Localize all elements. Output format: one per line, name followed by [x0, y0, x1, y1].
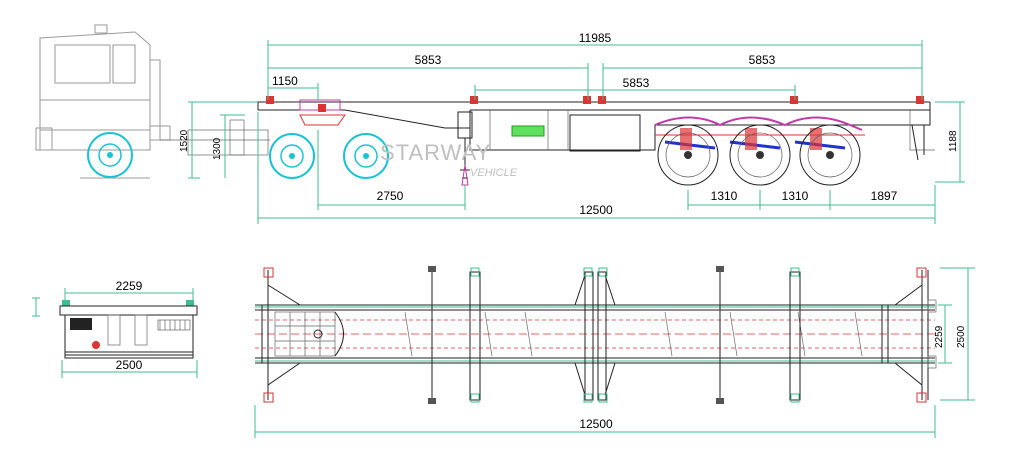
tractor-wheel: [87, 132, 133, 178]
plan-dim-outer-width: 2500: [956, 325, 967, 348]
svg-text:1300: 1300: [212, 137, 223, 160]
svg-text:2750: 2750: [377, 189, 404, 203]
svg-text:2259: 2259: [116, 279, 143, 293]
svg-text:5853: 5853: [623, 76, 650, 90]
watermark: STARWAY: [380, 140, 491, 165]
tractor-cab: [35, 24, 171, 151]
suspension: [654, 116, 865, 150]
svg-text:1310: 1310: [782, 189, 809, 203]
plan-dim-inner-width: 2259: [934, 325, 945, 348]
tractor-frame: [160, 119, 270, 156]
rear-view: 2259 2500: [32, 279, 198, 378]
dim-axle-spacing: 1310 1310 1897: [687, 185, 936, 210]
dim-kingpin: 1150: [268, 74, 319, 100]
svg-text:2500: 2500: [116, 358, 143, 372]
svg-text:11985: 11985: [579, 31, 612, 45]
svg-text:1150: 1150: [272, 74, 298, 88]
dim-halves: 5853 5853: [268, 53, 922, 100]
watermark-sub: VEHICLE: [470, 167, 518, 179]
svg-text:12500: 12500: [579, 203, 613, 217]
rear-bumper: [911, 124, 925, 161]
trailer-frame: [257, 101, 935, 151]
side-view: STARWAY VEHICLE 11985 5853 5853 5853 115…: [35, 24, 965, 224]
dim-landing-gear: 2750: [317, 130, 466, 210]
trailer-wheel-3: [799, 124, 861, 186]
svg-text:5853: 5853: [415, 53, 442, 67]
trailer-wheel-2: [729, 124, 791, 186]
toolbox: [511, 125, 545, 137]
plan-view: 12500 2259 2500: [254, 266, 975, 438]
drive-wheel-2: [343, 133, 389, 179]
storage-box: [569, 114, 641, 152]
plan-dim-length: 12500: [579, 417, 613, 431]
svg-text:1310: 1310: [711, 189, 738, 203]
dim-overall-length-side: 12500: [257, 112, 936, 224]
svg-text:1188: 1188: [948, 130, 959, 152]
dim-mid-span: 5853: [474, 76, 796, 100]
svg-text:1897: 1897: [871, 189, 898, 203]
trailer-wheel-1: [657, 124, 719, 186]
dim-height-right: 1188: [935, 101, 965, 183]
svg-text:5853: 5853: [749, 53, 776, 67]
drive-wheel-1: [269, 133, 315, 179]
kingpin-plate: [299, 99, 346, 126]
svg-text:1520: 1520: [179, 129, 190, 152]
dim-heights-left: 1520 1300: [179, 101, 258, 179]
dim-overall-top: 11985: [267, 31, 923, 100]
twist-locks-side: [266, 96, 924, 104]
